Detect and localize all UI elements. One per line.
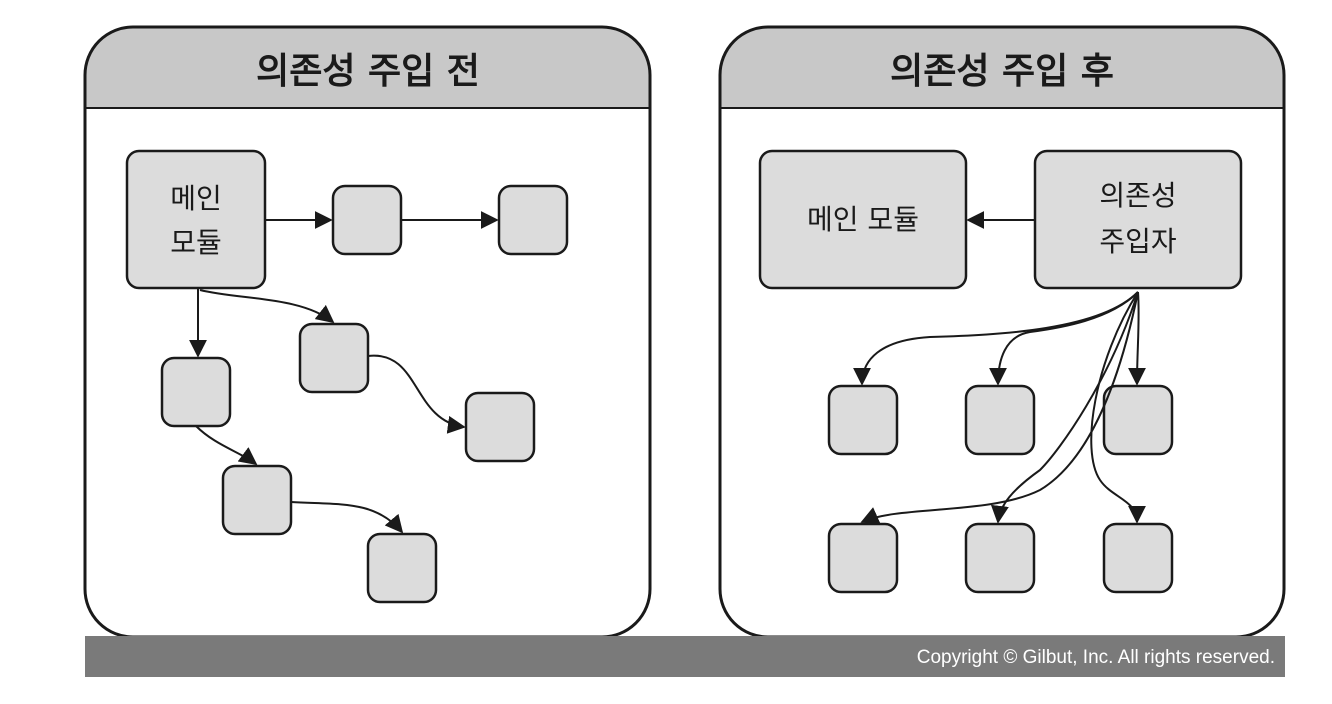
injector-box xyxy=(1033,149,1243,290)
dependency-node xyxy=(160,356,232,428)
dependency-node xyxy=(331,184,403,256)
dependency-node xyxy=(1102,522,1174,594)
copyright-text: Copyright © Gilbut, Inc. All rights rese… xyxy=(916,647,1275,668)
main-module-box xyxy=(758,149,968,290)
arrow xyxy=(195,425,258,466)
arrow xyxy=(1090,291,1146,524)
dependency-node xyxy=(221,464,293,536)
dependency-node xyxy=(827,384,899,456)
panel-before-header xyxy=(85,27,650,108)
panel-before: 의존성 주입 전 메인 모듈 xyxy=(83,25,652,639)
dependency-node xyxy=(497,184,569,256)
arrow xyxy=(860,291,1139,524)
dependency-node xyxy=(366,532,438,604)
arrow xyxy=(1128,291,1147,386)
main-module-label-line1: 메인 xyxy=(170,182,222,215)
panel-after-header xyxy=(720,27,1284,108)
dependency-node xyxy=(827,522,899,594)
dependency-node xyxy=(1102,384,1174,456)
dependency-node xyxy=(964,384,1036,456)
dependency-node xyxy=(964,522,1036,594)
main-module-label-line2: 모듈 xyxy=(170,226,222,259)
panel-before-title: 의존성 주입 전 xyxy=(256,51,480,92)
copyright-bar: Copyright © Gilbut, Inc. All rights rese… xyxy=(85,636,1285,677)
arrow xyxy=(989,291,1139,386)
main-module-label: 메인 모듈 xyxy=(807,203,919,236)
injector-label-line1: 의존성 xyxy=(1099,179,1176,212)
arrow xyxy=(367,354,466,434)
panel-after-title: 의존성 주입 후 xyxy=(890,51,1114,92)
dependency-node xyxy=(298,322,370,394)
main-module-box xyxy=(125,149,267,290)
arrow xyxy=(853,291,1139,386)
panel-after: 의존성 주입 후 메인 모듈 의존성 주입자 xyxy=(718,25,1286,639)
dependency-node xyxy=(464,391,536,463)
arrow xyxy=(290,501,404,534)
arrow xyxy=(199,289,335,324)
injector-label-line2: 주입자 xyxy=(1099,225,1176,258)
arrow xyxy=(990,291,1139,524)
